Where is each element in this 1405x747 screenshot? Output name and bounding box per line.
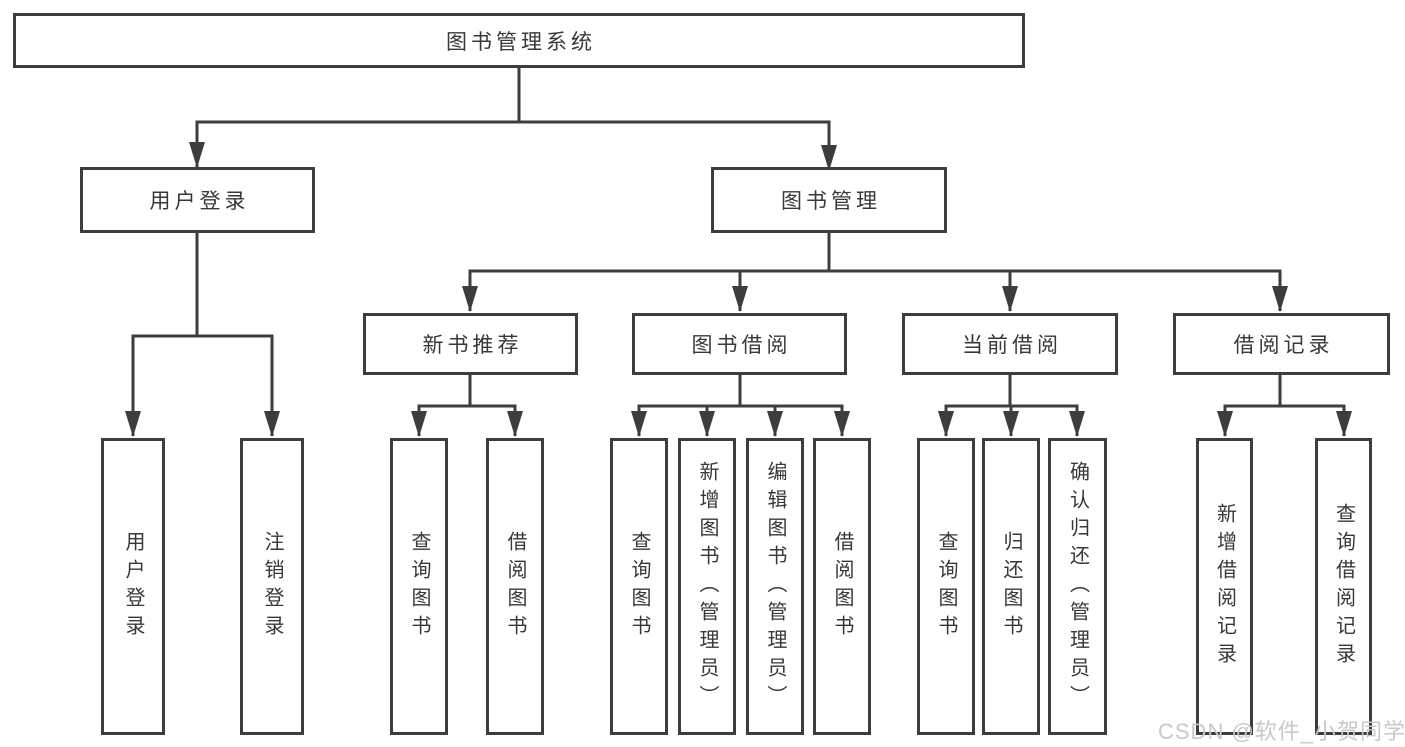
leaf-query-books-3: 查询图书 [917,438,975,735]
leaf-label: 编辑图书（管理员） [764,460,786,713]
node-label: 借阅记录 [1233,334,1334,357]
leaf-add-borrow-record: 新增借阅记录 [1196,438,1253,735]
leaf-label: 确认归还（管理员） [1066,460,1089,713]
leaf-label: 借阅图书 [831,530,853,643]
leaf-confirm-return-admin: 确认归还（管理员） [1048,438,1107,735]
leaf-label: 查询图书 [628,530,650,643]
node-new-book-recommendation: 新书推荐 [363,313,578,375]
leaf-query-borrow-record: 查询借阅记录 [1315,438,1372,735]
node-book-borrowing: 图书借阅 [632,313,847,375]
leaf-logout: 注销登录 [240,438,304,735]
node-book-management: 图书管理 [711,167,947,233]
leaf-label: 注销登录 [261,530,283,643]
leaf-user-login: 用户登录 [101,438,165,735]
leaf-label: 新增借阅记录 [1213,502,1236,671]
leaf-label: 查询图书 [935,530,957,643]
leaf-label: 查询图书 [408,530,430,643]
node-label: 用户登录 [149,190,250,213]
node-label: 图书管理 [781,190,881,213]
node-user-login: 用户登录 [80,167,315,233]
leaf-label: 新增图书（管理员） [696,460,718,713]
leaf-edit-books-admin: 编辑图书（管理员） [746,438,804,735]
node-label: 当前借阅 [962,334,1062,357]
leaf-query-books-1: 查询图书 [390,438,448,735]
leaf-borrow-books-2: 借阅图书 [813,438,871,735]
node-current-borrowing: 当前借阅 [902,313,1118,375]
csdn-watermark: CSDN @软件_小贺同学 [1158,719,1405,744]
node-borrowing-records: 借阅记录 [1173,313,1390,375]
node-library-management-system: 图书管理系统 [13,13,1025,68]
leaf-query-books-2: 查询图书 [610,438,668,735]
leaf-return-books: 归还图书 [982,438,1040,735]
leaf-label: 归还图书 [1000,530,1022,643]
leaf-label: 查询借阅记录 [1332,502,1355,671]
node-label: 图书管理系统 [446,30,596,54]
leaf-label: 借阅图书 [504,530,526,643]
node-label: 新书推荐 [422,334,523,357]
leaf-add-books-admin: 新增图书（管理员） [678,438,736,735]
leaf-label: 用户登录 [122,530,144,643]
node-label: 图书借阅 [691,334,792,357]
leaf-borrow-books-1: 借阅图书 [486,438,544,735]
